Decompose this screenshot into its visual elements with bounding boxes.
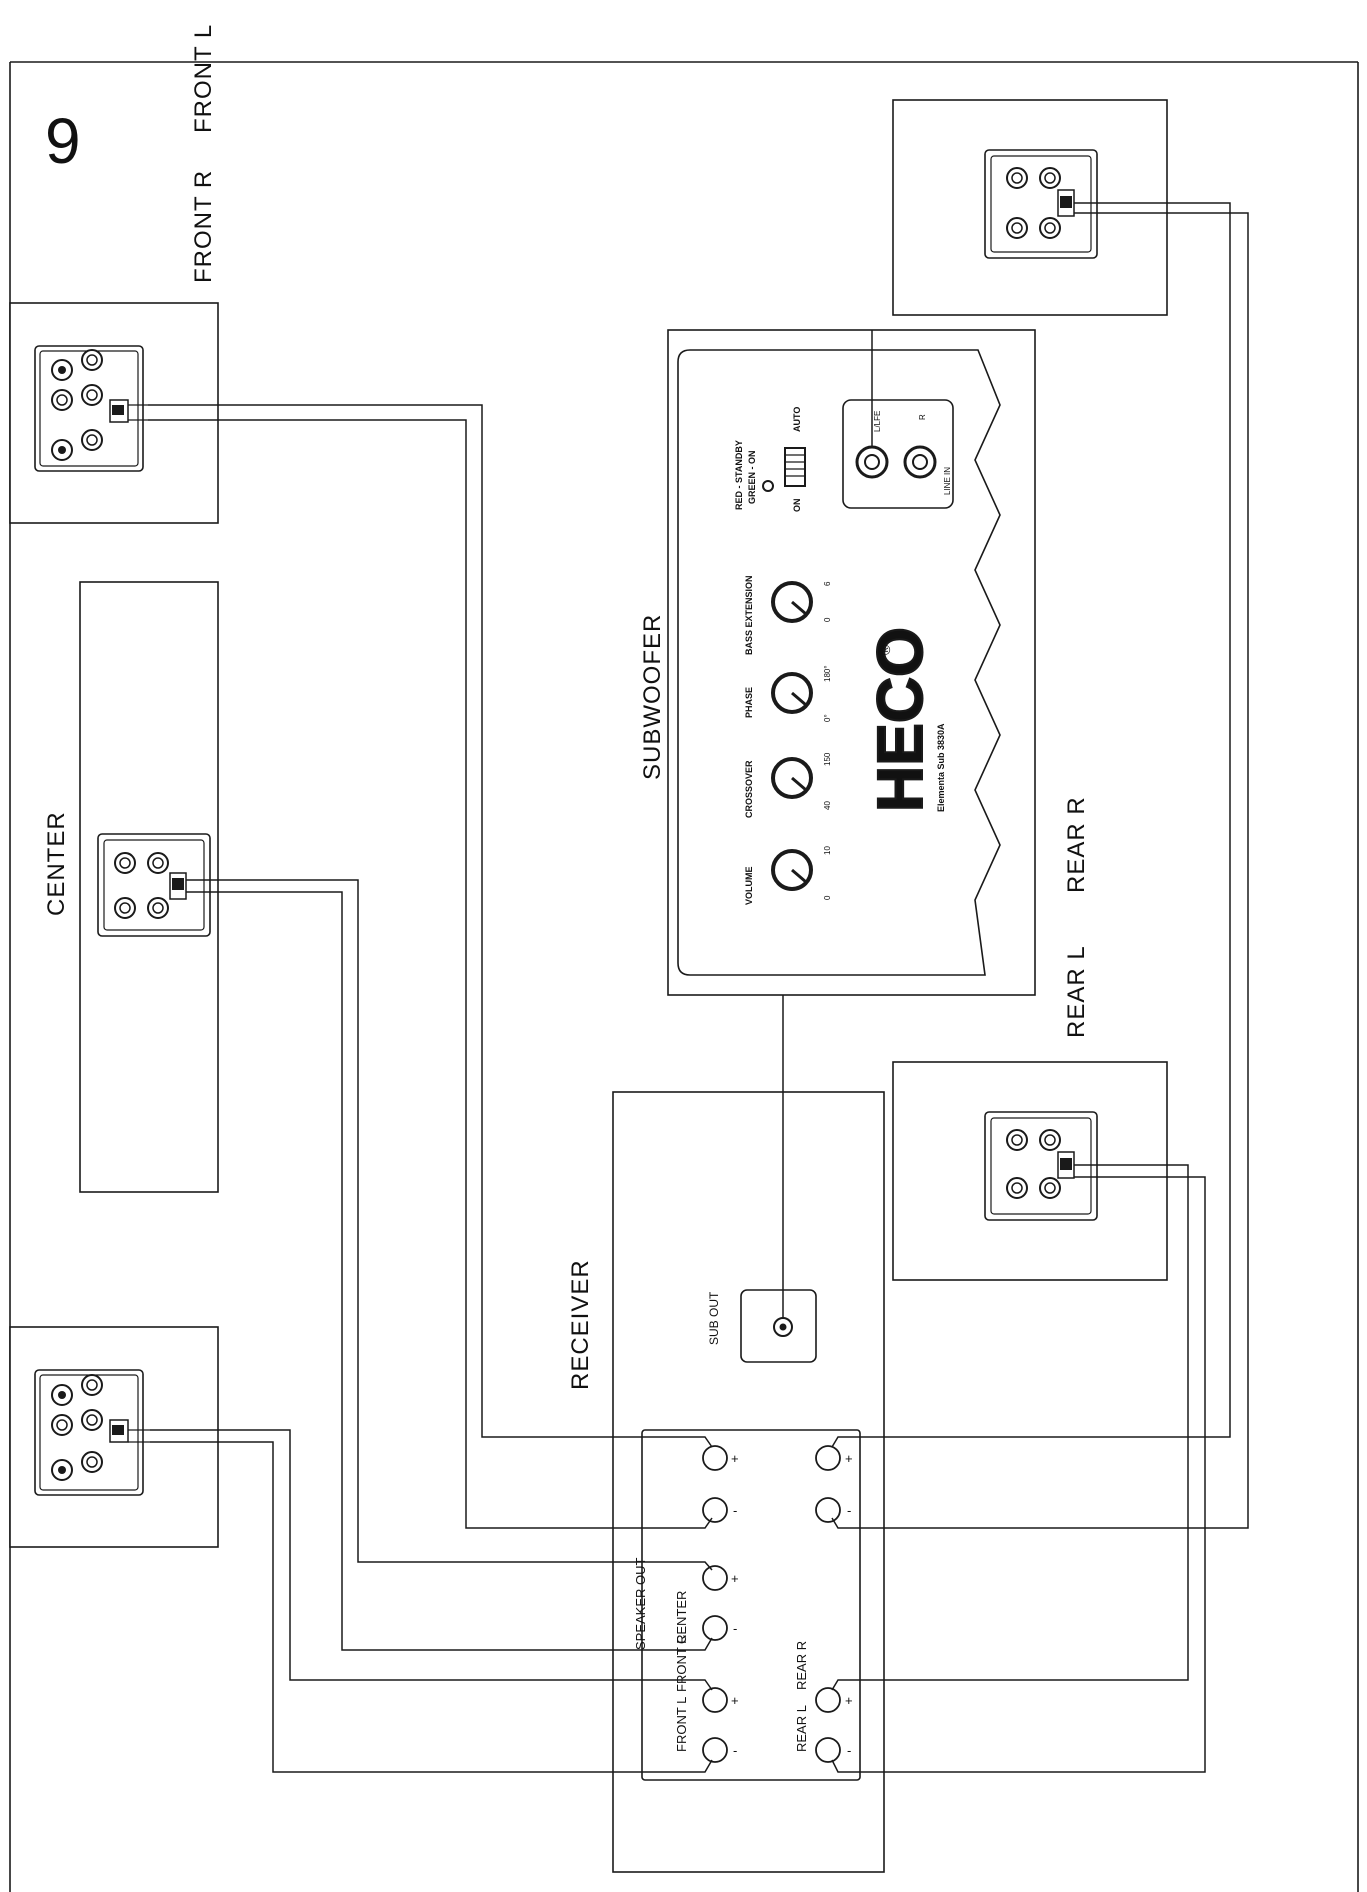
knob-volume-label: VOLUME	[744, 866, 754, 905]
label-rx-front-l: FRONT L	[674, 1697, 689, 1752]
auto-switch	[784, 447, 806, 487]
wire-front-l-plus	[150, 1429, 713, 1691]
label-rx-rear-r: REAR R	[794, 1641, 809, 1690]
sign-plus-5: +	[845, 1693, 853, 1708]
label-subwoofer: SUBWOOFER	[639, 614, 666, 780]
receiver-terminals-left	[702, 1445, 728, 1763]
label-switch-auto: AUTO	[792, 407, 802, 432]
sign-minus-5: -	[847, 1743, 851, 1758]
sign-minus-4: -	[847, 1503, 851, 1518]
label-sub-out: SUB OUT	[707, 1291, 721, 1345]
wire-center-minus	[186, 891, 713, 1651]
knob-bass-extension-label: BASS EXTENSION	[744, 575, 754, 655]
label-front-l: FRONT L	[190, 24, 217, 133]
status-led	[762, 480, 774, 492]
sign-plus-2: +	[731, 1571, 739, 1586]
speaker-rear-r	[892, 99, 1168, 316]
wire-rear-l-minus	[831, 1176, 1206, 1773]
knob-bass-low: 0	[823, 617, 832, 622]
wire-rear-r-minus	[831, 212, 1249, 1529]
knob-crossover-high: 150	[823, 752, 832, 766]
sign-minus-2: -	[733, 1621, 737, 1636]
wire-front-r-plus	[148, 404, 713, 1448]
knob-bass-extension	[771, 581, 813, 623]
label-standby: RED - STANDBY	[734, 440, 744, 510]
speaker-front-l	[9, 1326, 219, 1548]
knob-crossover-label: CROSSOVER	[744, 760, 754, 818]
speaker-center	[79, 581, 219, 1193]
label-front-r: FRONT R	[190, 170, 217, 283]
wire-front-l-minus	[150, 1441, 713, 1773]
wire-front-r-minus	[148, 419, 713, 1529]
sign-plus-3: +	[731, 1693, 739, 1708]
wire-center-plus	[186, 879, 713, 1571]
knob-phase	[771, 672, 813, 714]
sub-out-jack	[740, 1289, 817, 1363]
label-r-in: R	[918, 414, 927, 420]
knob-bass-high: 6	[823, 581, 832, 586]
label-speaker-out: SPEAKER OUT	[633, 1557, 648, 1650]
knob-phase-label: PHASE	[744, 687, 754, 718]
label-rx-front-r: FRONT R	[674, 1634, 689, 1692]
wire-rear-l-plus	[831, 1164, 1189, 1691]
label-switch-on: ON	[792, 499, 802, 513]
label-rx-center: CENTER	[674, 1591, 689, 1644]
speaker-front-r	[9, 302, 219, 524]
sign-plus-1: +	[731, 1451, 739, 1466]
line-in-block	[842, 399, 954, 509]
receiver-terminals-right	[815, 1445, 841, 1763]
brand-registered: ®	[877, 644, 893, 655]
knob-phase-high: 180°	[823, 665, 832, 682]
sign-minus-1: -	[733, 1503, 737, 1518]
knob-crossover	[771, 757, 813, 799]
label-rear-r: REAR R	[1063, 796, 1090, 893]
label-center: CENTER	[43, 811, 70, 916]
model-name: Elementa Sub 3830A	[936, 723, 946, 812]
knob-volume	[771, 849, 813, 891]
sign-minus-3: -	[733, 1743, 737, 1758]
speaker-rear-l	[892, 1061, 1168, 1281]
speaker-out-panel	[641, 1429, 861, 1781]
knob-volume-high: 10	[823, 846, 832, 855]
figure-number: 9	[45, 105, 81, 177]
label-rear-l: REAR L	[1063, 945, 1090, 1038]
sign-plus-4: +	[845, 1451, 853, 1466]
knob-volume-low: 0	[823, 895, 832, 900]
label-green-on: GREEN - ON	[747, 450, 757, 504]
knob-phase-low: 0°	[823, 714, 832, 722]
knob-crossover-low: 40	[823, 801, 832, 810]
label-line-in: LINE IN	[943, 467, 952, 495]
label-rx-rear-l: REAR L	[794, 1705, 809, 1752]
label-lfe: L/LFE	[873, 411, 882, 432]
brand-logo: HECO	[864, 627, 936, 812]
label-receiver: RECEIVER	[567, 1259, 594, 1390]
wire-rear-r-plus	[831, 202, 1231, 1448]
